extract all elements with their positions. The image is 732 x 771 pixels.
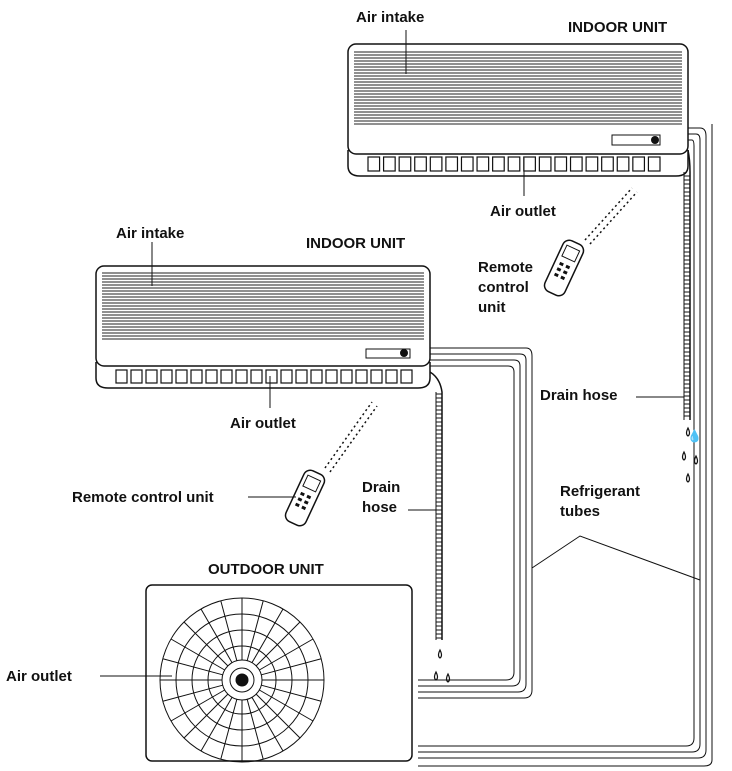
refrigerant-tubes-label-line2: tubes: [560, 503, 600, 520]
upper-remote-label-line3: unit: [478, 299, 506, 316]
upper-remote-label-line2: control: [478, 279, 529, 296]
upper-drain-hose: 💧: [683, 149, 702, 443]
lower-drain-hose-label-line2: hose: [362, 499, 397, 516]
lower-indoor-unit-title: INDOOR UNIT: [306, 235, 405, 252]
upper-remote-icon: [543, 239, 585, 297]
upper-outlet-louvers: [367, 156, 661, 172]
upper-air-outlet-label: Air outlet: [490, 203, 556, 220]
upper-intake-grille: [354, 51, 682, 125]
lower-indoor-unit: [95, 265, 431, 389]
upper-remote-label-line1: Remote: [478, 259, 533, 276]
upper-indoor-unit: [347, 43, 689, 177]
water-drops-icon: [433, 426, 699, 683]
leader-lines: [100, 30, 701, 677]
outdoor-unit-title: OUTDOOR UNIT: [208, 561, 324, 578]
lower-air-intake-label: Air intake: [116, 225, 184, 242]
lower-intake-grille: [102, 272, 424, 340]
fan-grille-icon: [159, 597, 325, 763]
lower-remote-icon: [284, 469, 326, 527]
upper-indoor-unit-title: INDOOR UNIT: [568, 19, 667, 36]
lower-remote-label: Remote control unit: [72, 489, 214, 506]
svg-text:💧: 💧: [687, 429, 702, 443]
outdoor-air-outlet-label: Air outlet: [6, 668, 72, 685]
outdoor-unit: [145, 584, 413, 763]
refrigerant-tubes-label-line1: Refrigerant: [560, 483, 640, 500]
upper-air-intake-label: Air intake: [356, 9, 424, 26]
lower-drain-hose-label-line1: Drain: [362, 479, 400, 496]
lower-air-outlet-label: Air outlet: [230, 415, 296, 432]
labels: Air intake INDOOR UNIT Air outlet Remote…: [6, 9, 667, 685]
lower-outlet-louvers: [115, 369, 413, 384]
upper-drain-hose-label: Drain hose: [540, 387, 618, 404]
upper-ir-signal-icon: [584, 187, 638, 245]
lower-drain-hose: [429, 371, 443, 640]
lower-ir-signal-icon: [324, 401, 378, 473]
refrigerant-piping: [418, 124, 713, 767]
